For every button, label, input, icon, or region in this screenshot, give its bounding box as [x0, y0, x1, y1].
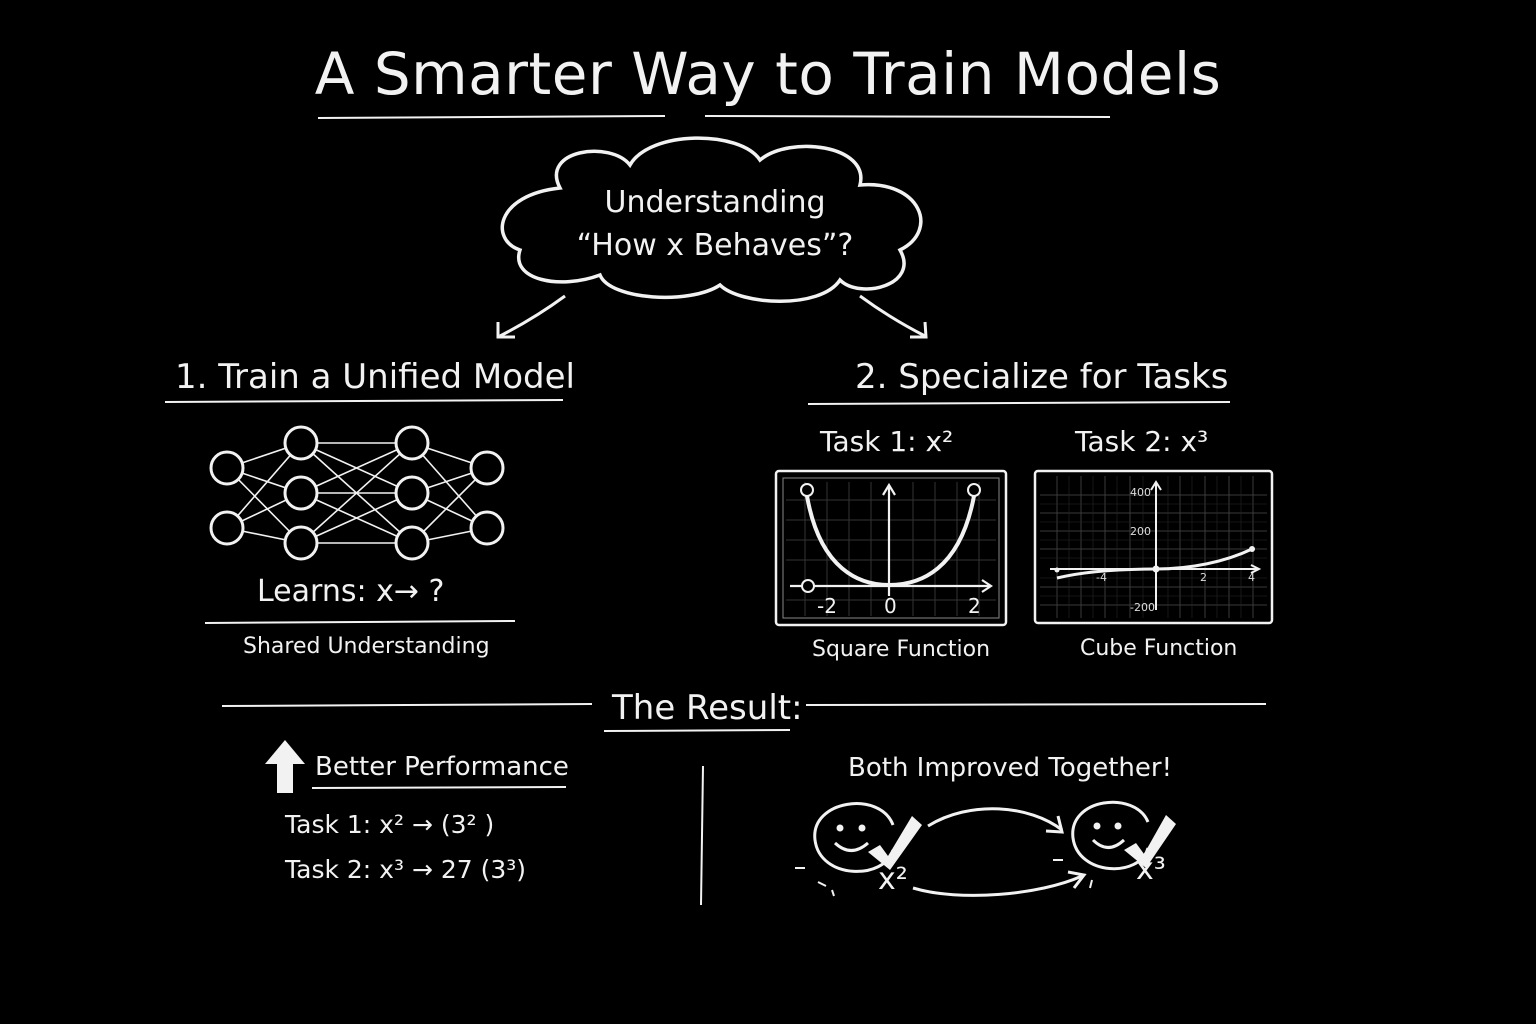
square-tick-2: 2 [968, 594, 981, 618]
cube-ytick-200: 200 [1130, 525, 1151, 538]
cloud-line-1: Understanding [604, 185, 826, 220]
x-squared-tag: x² [878, 862, 908, 897]
cloud-line-2: “How x Behaves”? [576, 228, 854, 263]
result-task2-line: Task 2: x³ → 27 (3³) [285, 855, 527, 884]
cube-xtick-2: 2 [1200, 571, 1207, 584]
task2-label: Task 2: x³ [1075, 425, 1209, 458]
page-title: A Smarter Way to Train Models [314, 40, 1222, 108]
step1-heading: 1. Train a Unified Model [175, 357, 575, 397]
cube-xtick-4: 4 [1248, 571, 1255, 584]
cube-function-caption: Cube Function [1080, 636, 1238, 661]
checkmark-icon-1 [868, 816, 922, 870]
result-heading: The Result: [612, 688, 803, 728]
better-performance-label: Better Performance [315, 752, 569, 782]
cube-xtick-neg4: -4 [1096, 571, 1107, 584]
smiley-face-icon-2 [1071, 800, 1150, 871]
x-cubed-tag: x³ [1136, 852, 1166, 887]
learns-label: Learns: x→ ? [257, 574, 445, 609]
cube-ytick-400: 400 [1130, 486, 1151, 499]
result-task1-line: Task 1: x² → (3² ) [285, 810, 495, 839]
square-function-caption: Square Function [812, 637, 991, 662]
task1-label: Task 1: x² [820, 425, 954, 458]
square-tick-0: 0 [884, 594, 897, 618]
both-improved-label: Both Improved Together! [848, 753, 1173, 783]
shared-understanding-caption: Shared Understanding [243, 634, 490, 659]
square-tick-neg2: -2 [817, 594, 837, 618]
cube-ytick-neg200: -200 [1130, 601, 1155, 614]
checkmark-icon-2 [1124, 815, 1176, 868]
smiley-face-icon-1 [813, 802, 895, 873]
step2-heading: 2. Specialize for Tasks [855, 357, 1229, 397]
